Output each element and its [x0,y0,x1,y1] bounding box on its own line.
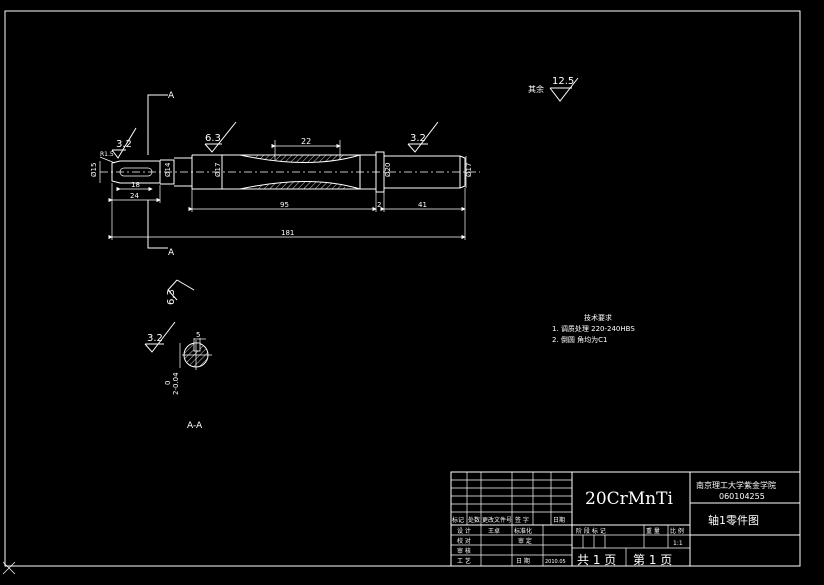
svg-text:3.2: 3.2 [410,133,426,144]
svg-text:Ø17: Ø17 [214,163,222,177]
svg-text:Ø15: Ø15 [90,163,98,177]
svg-text:处数: 处数 [468,516,480,524]
svg-text:3.2: 3.2 [147,333,163,344]
svg-text:6.3: 6.3 [166,289,177,305]
technical-notes: 技术要求 1. 调质处理 220-240HBS 2. 倒圆 角均为C1 [552,313,635,344]
svg-text:其余: 其余 [528,84,544,94]
shaft-front-view [100,151,480,193]
svg-text:比 例: 比 例 [670,527,684,535]
roughness-right: 3.2 [407,121,439,153]
svg-text:18: 18 [131,181,140,189]
svg-text:1:1: 1:1 [673,540,683,547]
material-label: 20CrMnTi [585,489,673,509]
svg-text:3.2: 3.2 [116,139,132,150]
svg-text:第 1 页: 第 1 页 [633,553,672,567]
svg-text:审 核: 审 核 [457,547,471,555]
svg-text:标记: 标记 [452,516,464,524]
notes-title: 技术要求 [584,313,612,322]
svg-text:工 艺: 工 艺 [457,557,471,565]
roughness-left-end: 3.2 [111,127,137,159]
svg-text:王卓: 王卓 [488,527,500,535]
svg-text:24: 24 [130,192,139,200]
svg-text:标准化: 标准化 [514,527,532,535]
drawing-name: 轴1零件图 [708,513,759,527]
svg-text:0: 0 [164,381,172,385]
svg-text:日 期: 日 期 [516,557,530,565]
svg-text:Ø20: Ø20 [384,163,392,177]
svg-text:R1.5: R1.5 [100,151,114,158]
svg-text:校 对: 校 对 [457,537,471,545]
student-id: 060104255 [719,492,765,501]
school-name: 南京理工大学紫金学院 [696,480,776,490]
note-item: 1. 调质处理 220-240HBS [552,324,635,333]
section-a-a-view: 5 2-0.04 0 6.3 3.2 A-A [144,279,212,431]
svg-text:2: 2 [377,201,381,209]
note-item: 2. 倒圆 角均为C1 [552,335,607,344]
svg-text:6.3: 6.3 [205,133,221,144]
svg-text:签 字: 签 字 [515,516,529,524]
svg-text:12.5: 12.5 [552,76,574,87]
svg-text:41: 41 [418,201,427,209]
svg-text:更改文件号: 更改文件号 [482,516,512,524]
section-marker-bottom: A [168,248,175,258]
roughness-general: 其余 12.5 [528,76,579,102]
section-view-label: A-A [187,421,203,431]
svg-text:22: 22 [301,137,311,146]
svg-text:设 计: 设 计 [457,527,471,535]
section-markers: A A [147,91,175,258]
svg-text:Ø14: Ø14 [164,162,172,177]
svg-text:5: 5 [196,331,200,339]
drawing-border [4,10,801,567]
svg-text:日期: 日期 [553,516,565,524]
svg-text:重 量: 重 量 [646,527,660,535]
svg-text:共 1 页: 共 1 页 [577,553,616,567]
svg-text:Ø17: Ø17 [465,163,473,177]
svg-text:2-0.04: 2-0.04 [172,372,180,395]
dimensions-main: 22 Ø15 Ø14 Ø17 Ø20 Ø17 R1.5 18 24 95 2 4… [90,137,473,240]
svg-text:阶 段 标 记: 阶 段 标 记 [576,527,606,535]
svg-text:181: 181 [281,229,294,237]
roughness-middle: 6.3 [204,121,237,153]
ucs-icon [2,561,16,575]
svg-text:审 定: 审 定 [518,537,532,545]
svg-text:95: 95 [280,201,289,209]
section-marker-top: A [168,91,175,101]
title-block: 标记 处数 更改文件号 签 字 日期 设 计 王卓 标准化 校 对 审 定 审 … [450,471,801,567]
svg-text:2010.05: 2010.05 [545,559,566,565]
